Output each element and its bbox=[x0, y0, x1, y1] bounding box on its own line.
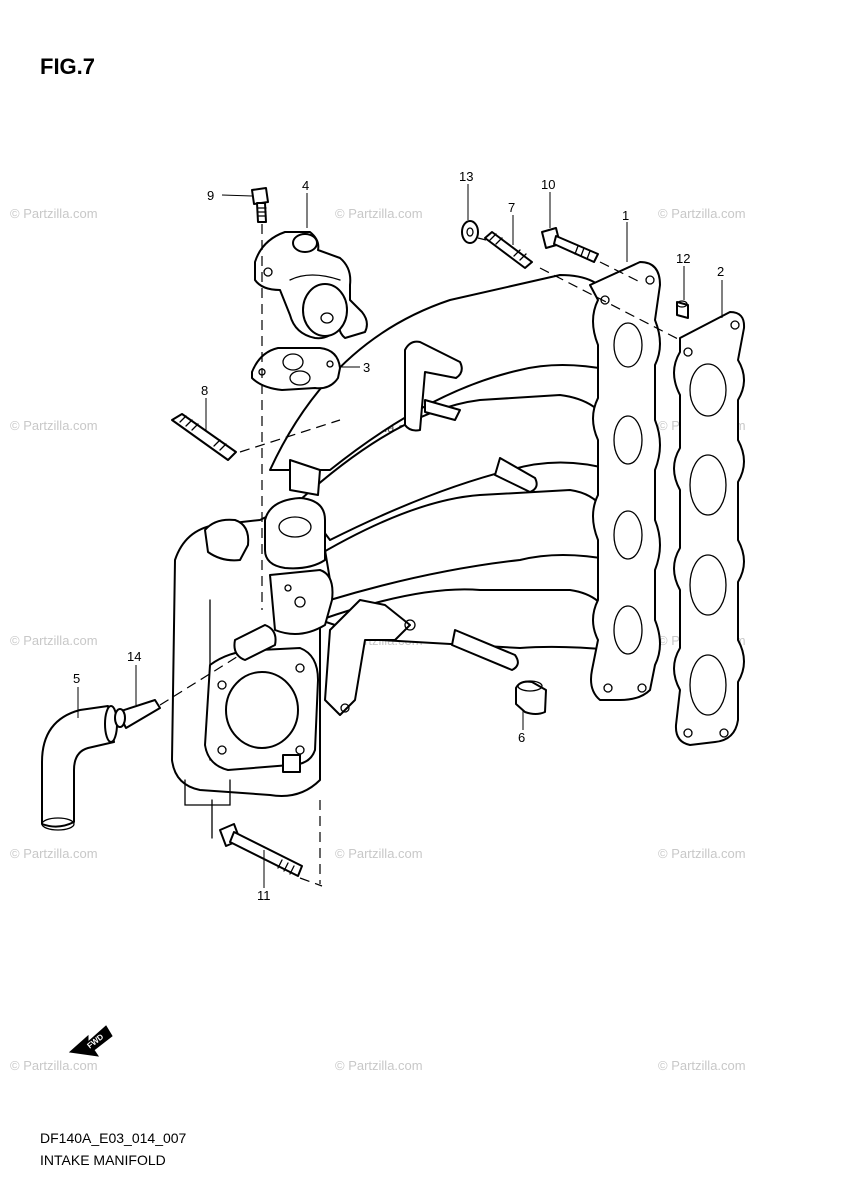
figure-name: INTAKE MANIFOLD bbox=[40, 1152, 166, 1168]
watermark: © Partzilla.com bbox=[10, 846, 98, 861]
assembly-lines bbox=[159, 224, 681, 887]
callout-14: 14 bbox=[127, 649, 141, 664]
clip-part-14 bbox=[114, 699, 161, 729]
stud-part-8 bbox=[171, 413, 237, 461]
callout-10: 10 bbox=[541, 177, 555, 192]
callout-11: 11 bbox=[257, 888, 271, 903]
watermark: © Partzilla.com bbox=[10, 418, 98, 433]
figure-title: FIG.7 bbox=[40, 54, 96, 79]
collar-part-6 bbox=[515, 680, 547, 715]
callout-5: 5 bbox=[73, 671, 80, 686]
leader-lines bbox=[77, 184, 723, 888]
callout-3: 3 bbox=[363, 360, 370, 375]
callout-9: 9 bbox=[207, 188, 214, 203]
hose-part-5 bbox=[41, 705, 118, 831]
iac-valve-part-4 bbox=[254, 231, 368, 340]
stud-part-7 bbox=[484, 231, 533, 269]
watermark: © Partzilla.com bbox=[335, 206, 423, 221]
washer-part-13 bbox=[461, 220, 479, 244]
callout-6: 6 bbox=[518, 730, 525, 745]
callout-7: 7 bbox=[508, 200, 515, 215]
callout-12: 12 bbox=[676, 251, 690, 266]
callout-13: 13 bbox=[459, 169, 473, 184]
fwd-arrow-icon: FWD bbox=[68, 1025, 113, 1057]
intake-manifold-part-1 bbox=[171, 261, 661, 839]
watermark: © Partzilla.com bbox=[658, 846, 746, 861]
dowel-pin-part-12 bbox=[676, 300, 689, 319]
callout-4: 4 bbox=[302, 178, 309, 193]
watermark: © Partzilla.com bbox=[10, 206, 98, 221]
watermark: © Partzilla.com bbox=[10, 1058, 98, 1073]
callout-2: 2 bbox=[717, 264, 724, 279]
watermark: © Partzilla.com bbox=[335, 1058, 423, 1073]
callout-8: 8 bbox=[201, 383, 208, 398]
watermark: © Partzilla.com bbox=[335, 846, 423, 861]
iac-gasket-part-3 bbox=[251, 347, 341, 391]
watermark: © Partzilla.com bbox=[10, 633, 98, 648]
bolt-part-11 bbox=[219, 823, 303, 877]
watermark: © Partzilla.com bbox=[658, 1058, 746, 1073]
bolt-part-10 bbox=[541, 227, 599, 263]
callout-1: 1 bbox=[622, 208, 629, 223]
gasket-part-2 bbox=[673, 311, 746, 746]
watermark: © Partzilla.com bbox=[658, 206, 746, 221]
bolt-part-9 bbox=[251, 187, 269, 223]
callout-numbers: 1 2 3 4 5 6 7 8 9 10 11 12 13 14 bbox=[73, 169, 724, 903]
figure-code: DF140A_E03_014_007 bbox=[40, 1130, 187, 1146]
